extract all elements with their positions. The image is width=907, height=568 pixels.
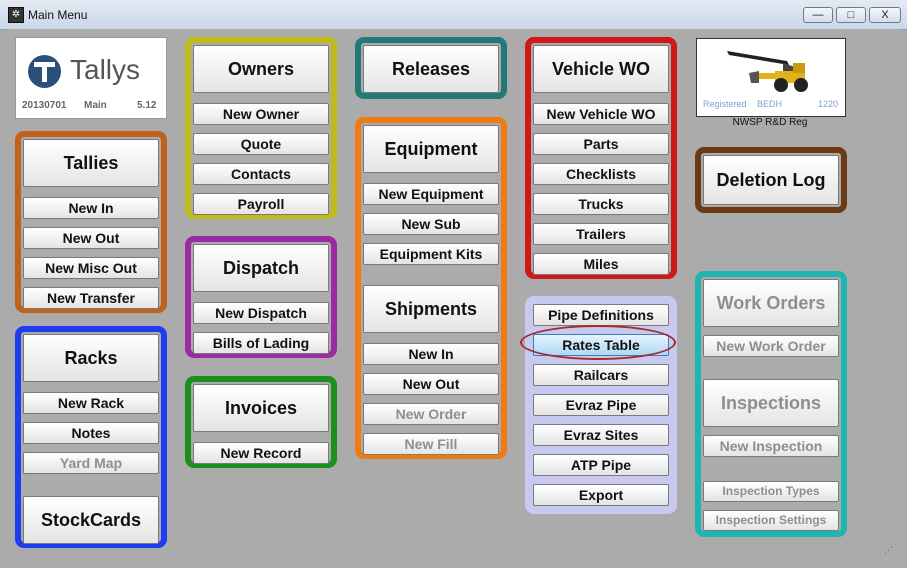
registration-number: 1220 bbox=[818, 99, 839, 109]
vehicle-wo-button[interactable]: Vehicle WO bbox=[533, 45, 669, 93]
new-owner-button[interactable]: New Owner bbox=[193, 103, 329, 125]
tallies-button[interactable]: Tallies bbox=[23, 139, 159, 187]
rates-table-highlight bbox=[520, 325, 676, 360]
tallys-logo: Tallys 20130701 Main 5.12 bbox=[15, 37, 167, 119]
yard-map-button[interactable]: Yard Map bbox=[23, 452, 159, 474]
trailers-button[interactable]: Trailers bbox=[533, 223, 669, 245]
new-out-shipment-button[interactable]: New Out bbox=[363, 373, 499, 395]
new-record-button[interactable]: New Record bbox=[193, 442, 329, 464]
equipment-kits-button[interactable]: Equipment Kits bbox=[363, 243, 499, 265]
window-title: Main Menu bbox=[28, 8, 88, 22]
payroll-button[interactable]: Payroll bbox=[193, 193, 329, 215]
contacts-button[interactable]: Contacts bbox=[193, 163, 329, 185]
trucks-button[interactable]: Trucks bbox=[533, 193, 669, 215]
new-equipment-button[interactable]: New Equipment bbox=[363, 183, 499, 205]
bills-of-lading-button[interactable]: Bills of Lading bbox=[193, 332, 329, 354]
inspection-settings-button[interactable]: Inspection Settings bbox=[703, 510, 839, 531]
releases-panel: Releases bbox=[355, 37, 507, 99]
atp-pipe-button[interactable]: ATP Pipe bbox=[533, 454, 669, 476]
parts-button[interactable]: Parts bbox=[533, 133, 669, 155]
notes-button[interactable]: Notes bbox=[23, 422, 159, 444]
main-menu-client: Tallys 20130701 Main 5.12 Tallies New In… bbox=[6, 29, 901, 562]
registration-caption: NWSP R&D Reg bbox=[732, 117, 808, 128]
racks-button[interactable]: Racks bbox=[23, 334, 159, 382]
evraz-pipe-button[interactable]: Evraz Pipe bbox=[533, 394, 669, 416]
inspections-button[interactable]: Inspections bbox=[703, 379, 839, 427]
registration-code: BEDH bbox=[757, 99, 783, 109]
miles-button[interactable]: Miles bbox=[533, 253, 669, 275]
tallies-panel: Tallies New In New Out New Misc Out New … bbox=[15, 131, 167, 313]
pipe-definitions-button[interactable]: Pipe Definitions bbox=[533, 304, 669, 326]
releases-button[interactable]: Releases bbox=[363, 45, 499, 93]
logo-date: 20130701 bbox=[22, 100, 67, 111]
tallys-logo-icon bbox=[28, 55, 61, 88]
app-icon: ✲ bbox=[8, 7, 24, 23]
new-vehicle-wo-button[interactable]: New Vehicle WO bbox=[533, 103, 669, 125]
logo-db: Main bbox=[84, 100, 107, 111]
logo-version: 5.12 bbox=[137, 100, 157, 111]
export-button[interactable]: Export bbox=[533, 484, 669, 506]
evraz-sites-button[interactable]: Evraz Sites bbox=[533, 424, 669, 446]
dispatch-panel: Dispatch New Dispatch Bills of Lading bbox=[185, 236, 337, 358]
quote-button[interactable]: Quote bbox=[193, 133, 329, 155]
deletion-log-button[interactable]: Deletion Log bbox=[703, 155, 839, 205]
resize-grip-icon[interactable]: ⋰ bbox=[884, 545, 893, 555]
new-sub-button[interactable]: New Sub bbox=[363, 213, 499, 235]
railcars-button[interactable]: Railcars bbox=[533, 364, 669, 386]
new-fill-button[interactable]: New Fill bbox=[363, 433, 499, 455]
checklists-button[interactable]: Checklists bbox=[533, 163, 669, 185]
work-orders-panel: Work Orders New Work Order Inspections N… bbox=[695, 271, 847, 537]
racks-panel: Racks New Rack Notes Yard Map StockCards bbox=[15, 326, 167, 548]
registration-box: Registered BEDH 1220 bbox=[696, 38, 846, 117]
owners-panel: Owners New Owner Quote Contacts Payroll bbox=[185, 37, 337, 219]
registration-status: Registered bbox=[703, 99, 747, 109]
new-in-tally-button[interactable]: New In bbox=[23, 197, 159, 219]
new-out-tally-button[interactable]: New Out bbox=[23, 227, 159, 249]
invoices-panel: Invoices New Record bbox=[185, 376, 337, 468]
logo-name: Tallys bbox=[70, 54, 141, 85]
new-misc-out-button[interactable]: New Misc Out bbox=[23, 257, 159, 279]
shipments-button[interactable]: Shipments bbox=[363, 285, 499, 333]
equipment-panel: Equipment New Equipment New Sub Equipmen… bbox=[355, 117, 507, 459]
inspection-types-button[interactable]: Inspection Types bbox=[703, 481, 839, 502]
minimize-button[interactable]: — bbox=[803, 7, 833, 23]
deletion-log-panel: Deletion Log bbox=[695, 147, 847, 213]
new-order-button[interactable]: New Order bbox=[363, 403, 499, 425]
new-inspection-button[interactable]: New Inspection bbox=[703, 435, 839, 457]
new-transfer-button[interactable]: New Transfer bbox=[23, 287, 159, 309]
title-bar: ✲ Main Menu — □ X bbox=[0, 0, 907, 30]
new-in-shipment-button[interactable]: New In bbox=[363, 343, 499, 365]
vehicle-wo-panel: Vehicle WO New Vehicle WO Parts Checklis… bbox=[525, 37, 677, 279]
work-orders-button[interactable]: Work Orders bbox=[703, 279, 839, 327]
stockcards-button[interactable]: StockCards bbox=[23, 496, 159, 544]
maximize-button[interactable]: □ bbox=[836, 7, 866, 23]
equipment-button[interactable]: Equipment bbox=[363, 125, 499, 173]
close-button[interactable]: X bbox=[869, 7, 901, 23]
new-dispatch-button[interactable]: New Dispatch bbox=[193, 302, 329, 324]
owners-button[interactable]: Owners bbox=[193, 45, 329, 93]
loader-machine-icon bbox=[727, 51, 808, 92]
new-work-order-button[interactable]: New Work Order bbox=[703, 335, 839, 357]
new-rack-button[interactable]: New Rack bbox=[23, 392, 159, 414]
dispatch-button[interactable]: Dispatch bbox=[193, 244, 329, 292]
invoices-button[interactable]: Invoices bbox=[193, 384, 329, 432]
